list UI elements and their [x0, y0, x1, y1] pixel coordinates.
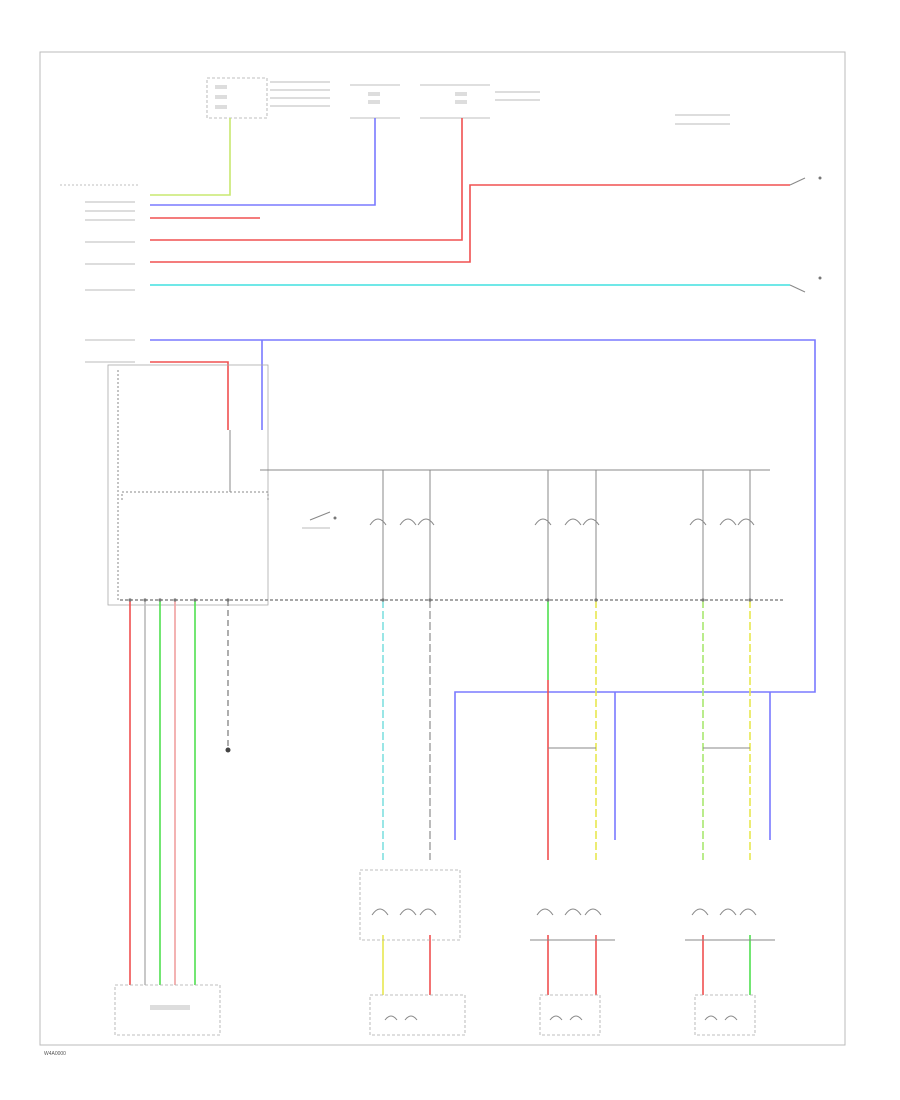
ignition-wire: [150, 118, 231, 196]
bcm-lock-wire: [150, 361, 229, 430]
accessory-wire: [150, 118, 376, 206]
fuse-block-right: [420, 84, 540, 119]
battery-wire-1: [150, 118, 463, 241]
passenger-lower-switch: [359, 869, 461, 941]
lock-wire-main: [150, 339, 816, 840]
passenger-door-switch: [369, 470, 435, 600]
driver-lock-actuator: [114, 984, 221, 1036]
ground-point: [225, 747, 231, 753]
bcm: [107, 364, 269, 606]
bus-connectors: [128, 598, 752, 602]
left-rear-door-switch: [534, 470, 600, 600]
door-switch-top-right: [789, 176, 822, 293]
right-rear-door-switch: [689, 470, 755, 600]
left-rear-lower-switch: [530, 908, 615, 941]
diagram-frame: [39, 51, 846, 1046]
battery-wire-2: [150, 184, 790, 263]
bcm-pin-labels: [60, 184, 140, 363]
page-code: W4A0000: [44, 1051, 66, 1057]
fuse-block-left: [206, 77, 330, 119]
left-rear-lock-actuator: [539, 994, 601, 1036]
driver-lock-switch: [302, 511, 337, 529]
fuse-block-mid: [350, 84, 400, 119]
passenger-lock-actuator: [369, 994, 466, 1036]
right-rear-lower-switch: [685, 908, 775, 941]
right-rear-lock-actuator: [694, 994, 756, 1036]
legend: [675, 114, 730, 125]
